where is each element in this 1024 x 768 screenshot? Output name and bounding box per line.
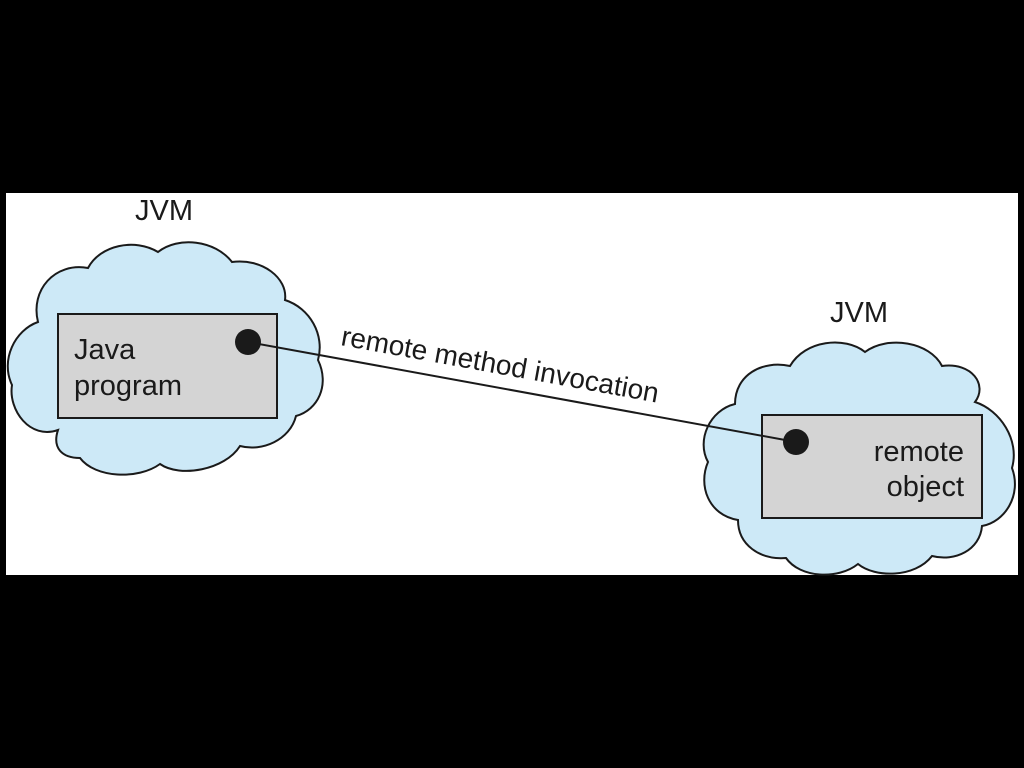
right-jvm-label: JVM: [830, 297, 888, 329]
java-program-rect: [57, 313, 278, 419]
left-jvm-label: JVM: [135, 195, 193, 227]
remote-object-line-1: remote: [874, 436, 964, 468]
java-program-line-1: Java: [74, 334, 136, 366]
java-program-line-2: program: [74, 370, 182, 402]
java-program-box: Java program: [57, 313, 278, 419]
callee-endpoint-dot: [783, 429, 809, 455]
rmi-connection-label: remote method invocation: [339, 320, 662, 408]
caller-endpoint-dot: [235, 329, 261, 355]
rmi-connector-line: [247, 341, 797, 443]
remote-object-line-2: object: [887, 471, 964, 503]
